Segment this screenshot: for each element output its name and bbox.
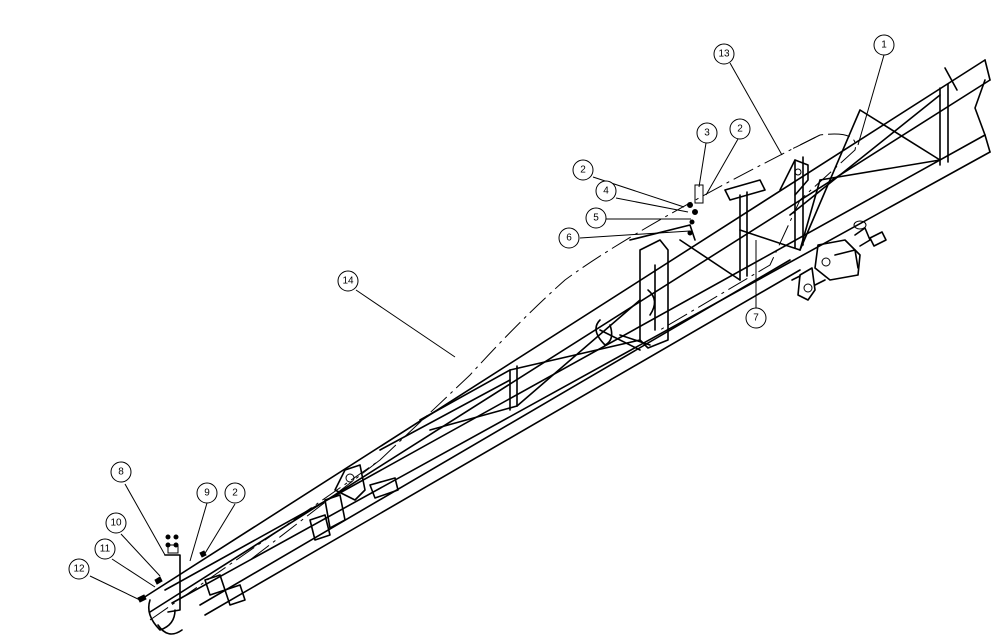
callout-balloons: 1 13 3 2 2 4 5 6 7 14 8 9 2 10 11 12 [68,34,895,580]
callout-11: 11 [94,538,116,560]
callout-1-label: 1 [881,40,887,51]
callout-2c-label: 2 [232,488,238,499]
callout-10: 10 [105,512,127,534]
callout-7: 7 [745,307,767,329]
callout-14: 14 [337,270,359,292]
callout-2c: 2 [224,482,246,504]
callout-9: 9 [196,482,218,504]
callout-8: 8 [110,461,132,483]
callout-9-label: 9 [204,488,210,499]
callout-2a-label: 2 [737,124,743,135]
callout-7-label: 7 [753,313,759,324]
callout-3-label: 3 [704,128,710,139]
leader-lines [89,54,885,601]
callout-2a: 2 [729,118,751,140]
callout-6: 6 [558,227,580,249]
callout-2b: 2 [572,159,594,181]
boom-phantom-outline [149,133,857,621]
callout-11-label: 11 [100,544,111,555]
callout-4-label: 4 [603,186,609,197]
callout-5: 5 [585,207,607,229]
valve-assembly [791,220,887,301]
callout-8-label: 8 [118,467,124,478]
callout-4: 4 [595,180,617,202]
callout-6-label: 6 [566,233,572,244]
callout-5-label: 5 [593,213,599,224]
callout-2b-label: 2 [580,165,586,176]
callout-12: 12 [68,558,90,580]
callout-13: 13 [713,43,735,65]
callout-1: 1 [873,34,895,56]
callout-13-label: 13 [718,49,730,60]
callout-3: 3 [696,122,718,144]
callout-12-label: 12 [73,564,85,575]
callout-10-label: 10 [110,518,122,529]
callout-14-label: 14 [342,276,354,287]
